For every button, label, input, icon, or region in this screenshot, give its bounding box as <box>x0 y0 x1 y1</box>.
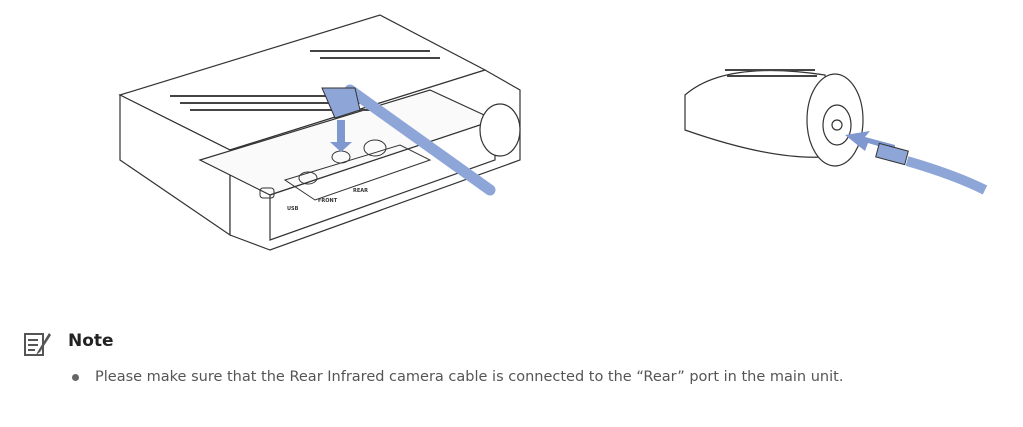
main-unit-illustration: USB FRONT REAR <box>118 14 521 251</box>
note-bullet-text: Please make sure that the Rear Infrared … <box>95 369 844 385</box>
rear-camera-illustration <box>684 69 988 195</box>
note-pencil-icon <box>24 333 51 356</box>
bullet-dot <box>72 373 79 381</box>
port-label-usb: USB <box>287 206 299 212</box>
port-label-front: FRONT <box>318 198 338 204</box>
note-bullet: Please make sure that the Rear Infrared … <box>72 369 843 385</box>
note-title: Note <box>68 331 114 351</box>
port-label-rear: REAR <box>353 188 368 194</box>
